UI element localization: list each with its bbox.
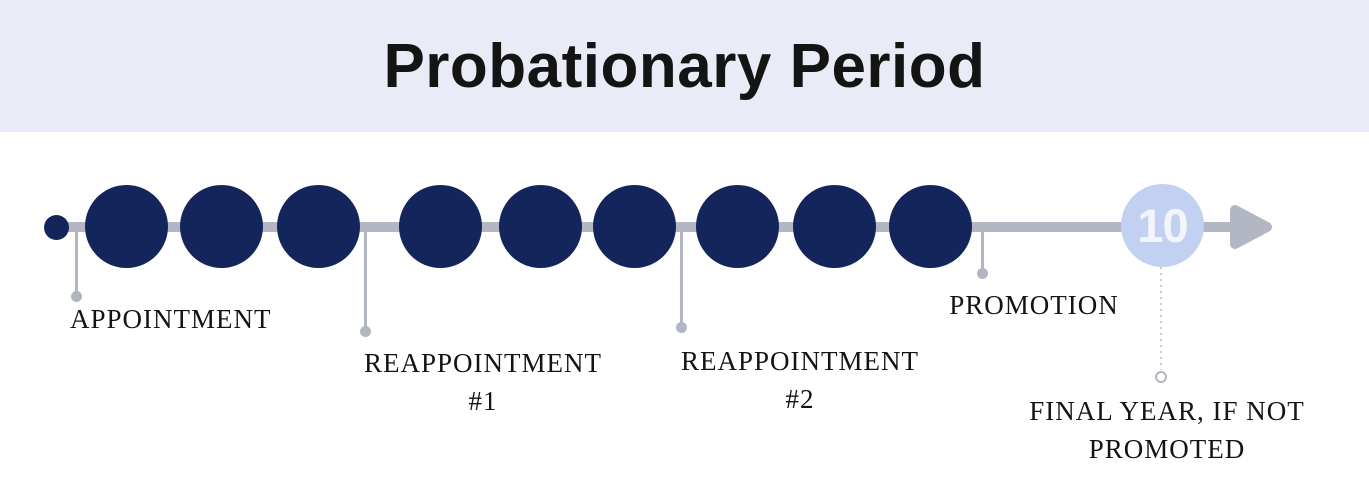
year-circle [498,185,582,268]
label-line: PROMOTED [1088,434,1246,465]
year-circle [888,185,972,268]
year-circle [695,185,779,268]
label-reappointment-1: REAPPOINTMENT #1 [333,344,633,421]
connector-dot-reappointment-2 [676,322,687,333]
timeline-start-dot [44,215,69,240]
connector-dotted-line-final-year [1160,267,1162,370]
label-final-year: FINAL YEAR, IF NOT PROMOTED [1016,392,1318,469]
connector-line-reappointment-1 [364,227,367,327]
label-line: REAPPOINTMENT [363,348,602,378]
connector-line-promotion [981,227,984,270]
label-line: #1 [468,386,498,417]
year-circle [792,185,876,268]
connector-ring-final-year [1155,371,1167,383]
page-title: Probationary Period [383,31,986,101]
label-line: #2 [785,384,815,415]
final-year-circle: 10 [1121,184,1204,267]
connector-dot-promotion [977,268,988,279]
label-promotion: PROMOTION [949,290,1119,320]
connector-line-reappointment-2 [680,227,683,323]
year-circle [84,185,168,268]
label-line: REAPPOINTMENT [680,346,919,376]
year-circle [398,185,482,268]
connector-line-appointment [75,227,78,293]
connector-dot-reappointment-1 [360,326,371,337]
label-line: FINAL YEAR, IF NOT [1029,396,1305,426]
header-banner: Probationary Period [0,0,1369,132]
year-circle [592,185,676,268]
year-circle [179,185,263,268]
year-circle [276,185,360,268]
arrow-right-icon [1230,205,1272,249]
label-reappointment-2: REAPPOINTMENT #2 [650,342,950,419]
label-appointment: APPOINTMENT [70,304,272,334]
final-year-number: 10 [1137,199,1188,252]
connector-dot-appointment [71,291,82,302]
